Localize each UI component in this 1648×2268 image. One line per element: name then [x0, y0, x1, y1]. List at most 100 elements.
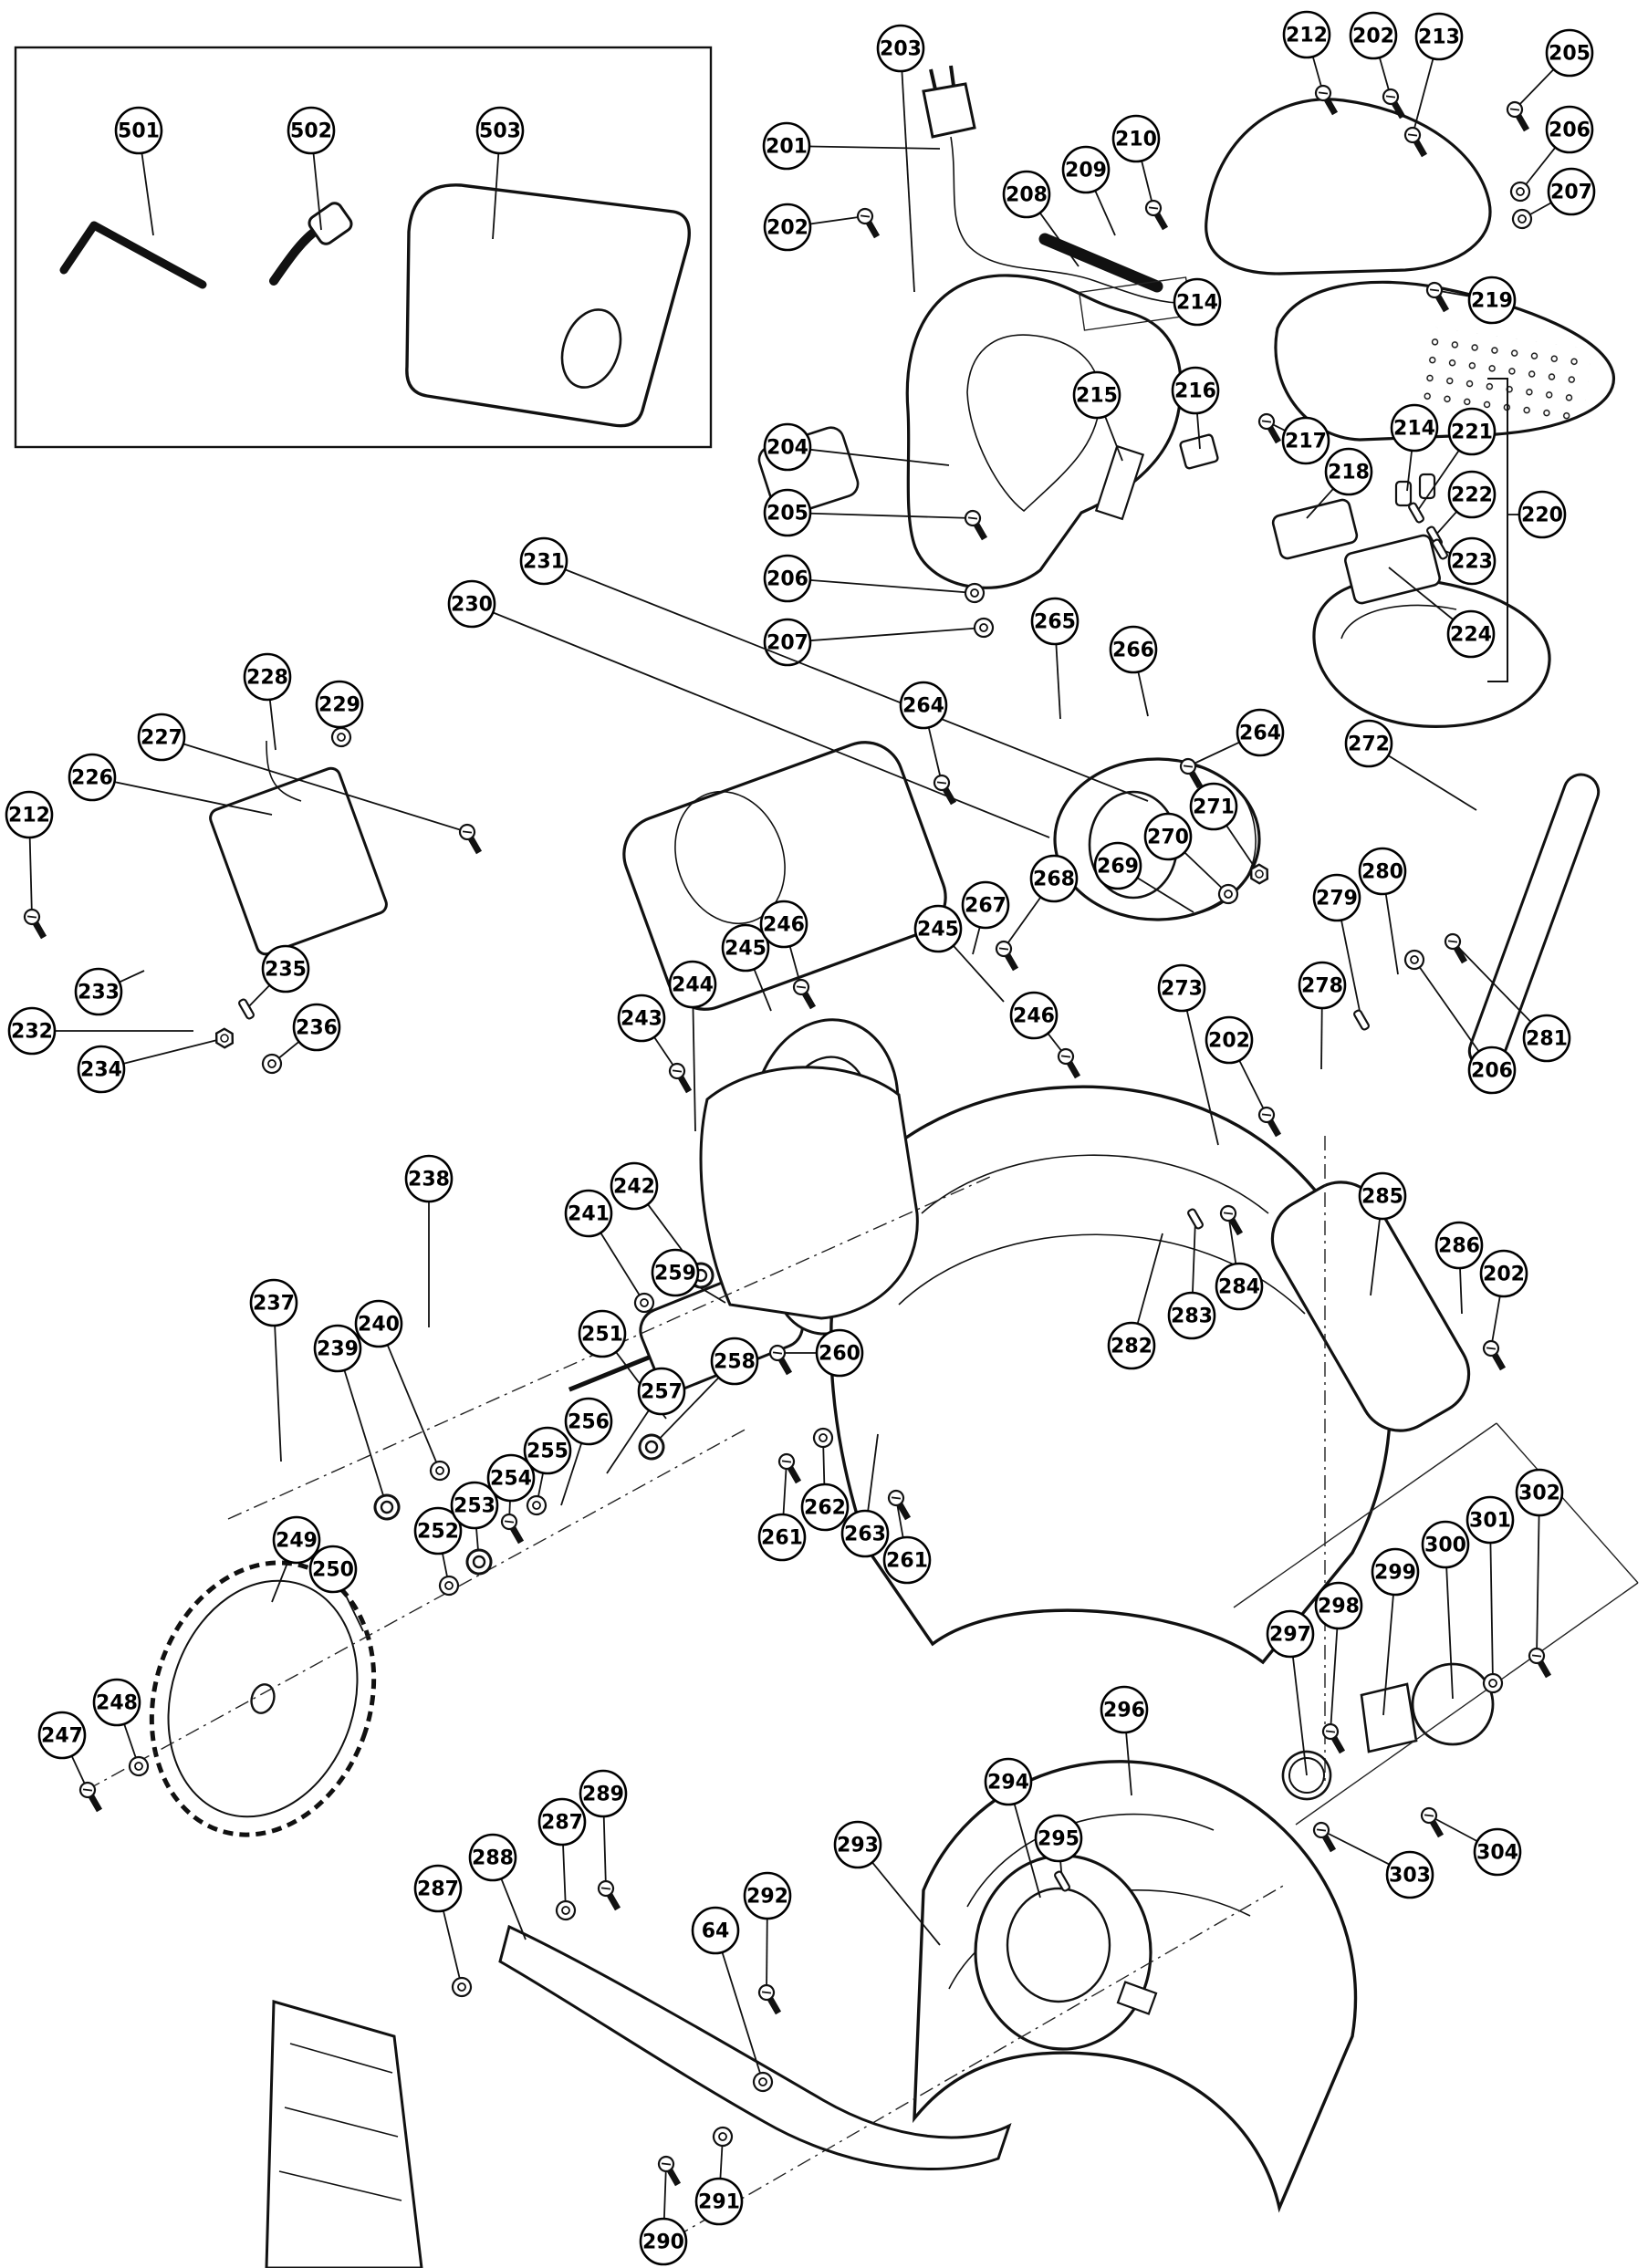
- callout-label-242: 242: [613, 1176, 655, 1199]
- screw-glyph: [933, 774, 957, 806]
- washer-glyph: [1217, 883, 1239, 905]
- leader-line-218: [1306, 487, 1334, 519]
- leader-line-202: [1490, 1295, 1501, 1349]
- leader-line-268: [1003, 896, 1042, 950]
- callout-label-249: 249: [276, 1530, 318, 1553]
- callout-246: 246: [759, 900, 808, 949]
- leader-line-206: [809, 579, 975, 594]
- callout-272: 272: [1344, 719, 1393, 768]
- screw-glyph: [777, 1452, 802, 1484]
- callout-label-207: 207: [767, 632, 808, 655]
- bearing-glyph: [638, 1433, 665, 1461]
- callout-206: 206: [1467, 1046, 1517, 1095]
- subassembly-frame: [1233, 1422, 1639, 1826]
- callout-261: 261: [757, 1513, 807, 1562]
- leader-line-205: [1514, 68, 1555, 110]
- switch-224-part: [1344, 534, 1441, 605]
- callout-label-259: 259: [654, 1263, 696, 1285]
- washer-glyph: [1511, 208, 1533, 230]
- leader-line-304: [1428, 1815, 1478, 1843]
- callout-207: 207: [1547, 167, 1596, 216]
- callout-217: 217: [1281, 416, 1330, 465]
- callout-label-234: 234: [80, 1059, 122, 1082]
- callout-214: 214: [1173, 277, 1222, 327]
- callout-label-209: 209: [1065, 160, 1107, 182]
- callout-218: 218: [1324, 447, 1373, 496]
- top-cover-part: [1205, 98, 1492, 276]
- callout-label-290: 290: [642, 2232, 684, 2254]
- callout-label-282: 282: [1111, 1336, 1153, 1358]
- callout-209: 209: [1061, 145, 1111, 194]
- leader-line-213: [1412, 57, 1434, 136]
- suppressor-218-part: [1271, 498, 1359, 560]
- callout-label-241: 241: [568, 1203, 610, 1226]
- callout-label-291: 291: [698, 2191, 740, 2214]
- hex-wrench-icon: [59, 221, 207, 289]
- callout-255: 255: [523, 1426, 572, 1475]
- callout-289: 289: [579, 1769, 628, 1818]
- leader-line-281: [1452, 941, 1532, 1023]
- screw-glyph: [1420, 1806, 1445, 1838]
- leader-line-244: [692, 1006, 696, 1132]
- callout-label-219: 219: [1471, 290, 1513, 313]
- callout-label-233: 233: [78, 982, 120, 1004]
- vent-dots: [1418, 326, 1593, 428]
- handle-bottom-cover-part: [1312, 577, 1551, 728]
- leader-line-501: [141, 152, 154, 236]
- leader-line-290: [662, 2163, 667, 2220]
- switch-216-part: [1179, 433, 1219, 470]
- screw-glyph: [792, 978, 817, 1010]
- leader-line-287: [442, 1910, 463, 1988]
- screw-glyph: [964, 509, 988, 541]
- callout-label-207: 207: [1550, 182, 1592, 204]
- leader-line-303: [1320, 1829, 1391, 1866]
- callout-label-268: 268: [1033, 869, 1075, 891]
- pin-glyph: [1187, 1208, 1204, 1230]
- callout-label-284: 284: [1218, 1276, 1260, 1299]
- screw-glyph: [1314, 84, 1339, 116]
- callout-244: 244: [668, 960, 717, 1009]
- callout-267: 267: [961, 880, 1010, 930]
- callout-label-239: 239: [317, 1338, 359, 1361]
- nut-glyph: [214, 1027, 235, 1049]
- callout-302: 302: [1515, 1468, 1564, 1517]
- leader-line-233: [119, 970, 145, 983]
- callout-label-280: 280: [1361, 861, 1403, 884]
- callout-202: 202: [763, 203, 812, 252]
- callout-label-501: 501: [118, 120, 160, 143]
- callout-265: 265: [1030, 597, 1080, 646]
- screw-glyph: [78, 1781, 103, 1813]
- leader-line-256: [560, 1442, 583, 1506]
- screw-glyph: [597, 1879, 621, 1911]
- callout-label-288: 288: [472, 1847, 514, 1870]
- callout-label-221: 221: [1451, 421, 1493, 444]
- leader-line-301: [1489, 1542, 1494, 1684]
- callout-label-218: 218: [1328, 462, 1370, 484]
- screw-glyph: [1506, 100, 1530, 132]
- washer-glyph: [128, 1755, 150, 1777]
- leader-line-279: [1340, 920, 1362, 1021]
- leader-line-263: [867, 1433, 879, 1512]
- callout-292: 292: [743, 1871, 792, 1920]
- washer-glyph: [1482, 1672, 1504, 1694]
- callout-label-206: 206: [767, 568, 808, 591]
- callout-230: 230: [447, 579, 496, 629]
- callout-257: 257: [637, 1367, 686, 1416]
- callout-label-238: 238: [408, 1169, 450, 1191]
- leader-line-216: [1196, 412, 1201, 450]
- screw-glyph: [23, 908, 47, 940]
- callout-label-213: 213: [1418, 26, 1460, 49]
- callout-label-281: 281: [1526, 1028, 1568, 1051]
- screw-glyph: [768, 1344, 793, 1376]
- washer-glyph: [429, 1460, 451, 1482]
- callout-label-240: 240: [358, 1314, 400, 1337]
- callout-label-256: 256: [568, 1411, 610, 1434]
- callout-212: 212: [5, 790, 54, 839]
- screw-glyph: [1219, 1204, 1244, 1236]
- pin-glyph: [1054, 1870, 1070, 1892]
- pin-glyph: [1408, 502, 1424, 524]
- leader-line-288: [500, 1878, 527, 1940]
- leader-line-273: [1185, 1010, 1219, 1146]
- callout-label-287: 287: [541, 1812, 583, 1835]
- callout-label-250: 250: [312, 1559, 354, 1582]
